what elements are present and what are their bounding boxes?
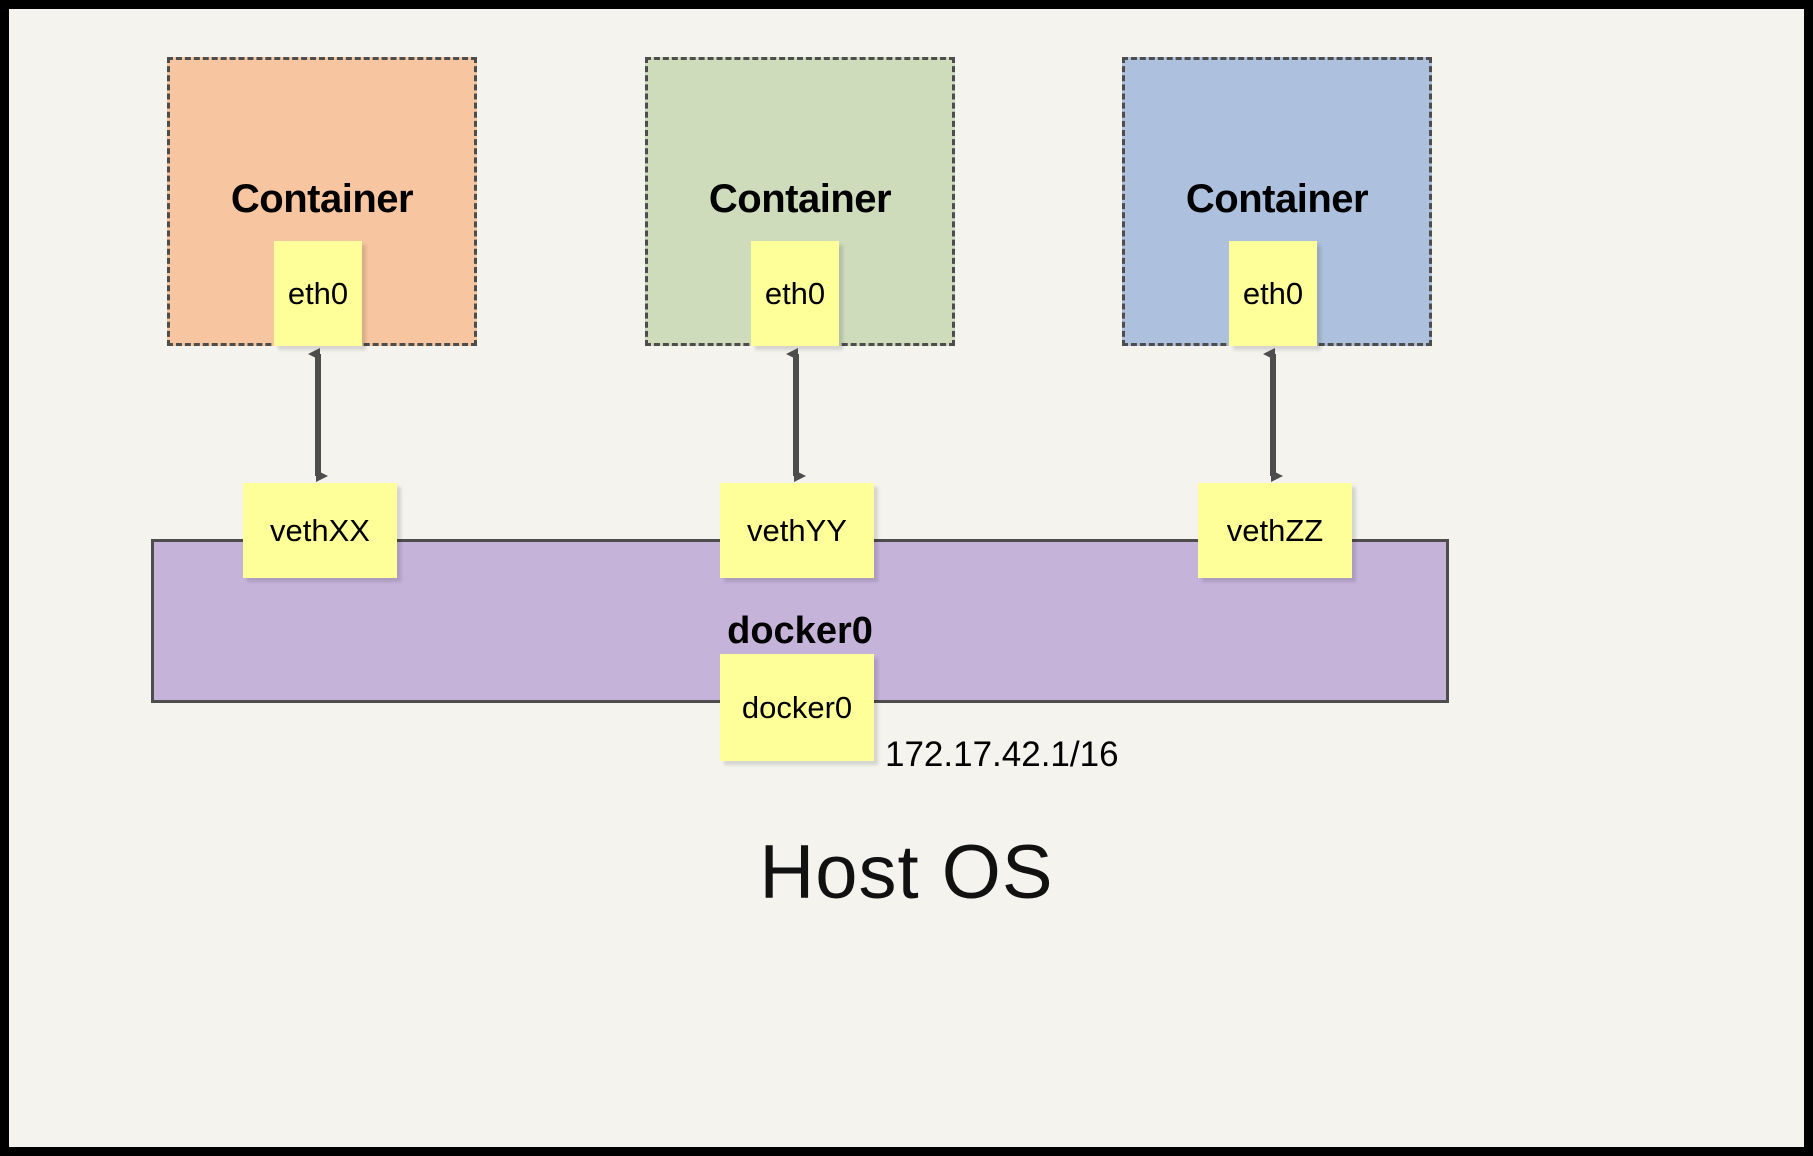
container-eth0-box-1: eth0 bbox=[274, 241, 362, 346]
container-title-1: Container bbox=[230, 177, 414, 221]
veth-link-arrow-1 bbox=[308, 348, 328, 482]
veth-link-arrow-3 bbox=[1263, 348, 1283, 482]
veth-label-3: vethZZ bbox=[1226, 513, 1324, 548]
container-eth0-box-3: eth0 bbox=[1229, 241, 1317, 346]
veth-box-1: vethXX bbox=[243, 483, 397, 578]
container-title-3: Container bbox=[1185, 177, 1369, 221]
docker0-interface-box: docker0 bbox=[720, 654, 874, 761]
veth-box-2: vethYY bbox=[720, 483, 874, 578]
docker0-ip-address: 172.17.42.1/16 bbox=[885, 735, 1119, 774]
container-eth0-label-1: eth0 bbox=[287, 276, 349, 311]
container-eth0-label-2: eth0 bbox=[764, 276, 826, 311]
container-title-2: Container bbox=[708, 177, 892, 221]
docker0-interface-label: docker0 bbox=[741, 690, 853, 725]
docker0-bridge-label: docker0 bbox=[727, 610, 873, 652]
container-eth0-box-2: eth0 bbox=[751, 241, 839, 346]
veth-label-1: vethXX bbox=[270, 513, 370, 548]
host-os-label: Host OS bbox=[759, 830, 1054, 915]
veth-box-3: vethZZ bbox=[1198, 483, 1352, 578]
veth-label-2: vethYY bbox=[747, 513, 847, 548]
veth-link-arrow-2 bbox=[786, 348, 806, 482]
container-eth0-label-3: eth0 bbox=[1242, 276, 1304, 311]
